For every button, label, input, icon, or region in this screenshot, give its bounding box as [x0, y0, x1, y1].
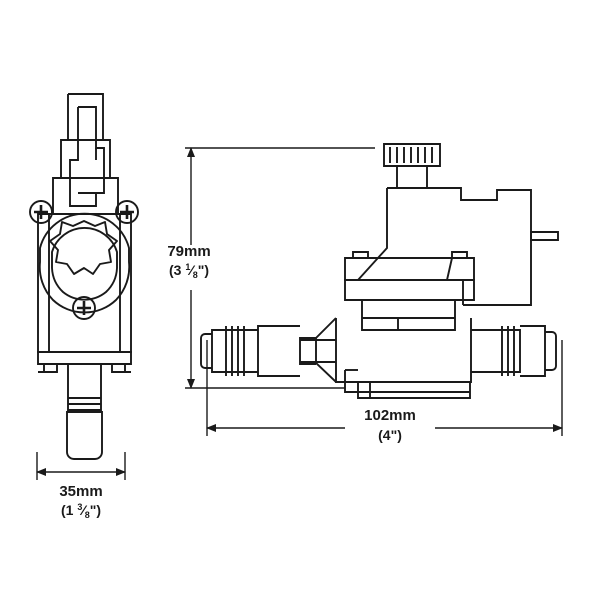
clamp-ring — [38, 212, 131, 314]
depth-frac-numerator: 3 — [77, 502, 82, 512]
side-taper-nose — [299, 317, 337, 383]
screw-right — [115, 200, 139, 224]
height-frac-denominator: 8 — [193, 270, 198, 280]
front-base-plate — [37, 351, 132, 373]
height-frac-numerator: 1 — [185, 262, 190, 272]
side-valve-block — [300, 318, 472, 383]
side-rod — [530, 231, 559, 241]
right-barrel — [471, 325, 557, 377]
front-view — [29, 93, 139, 460]
height-dimension-imperial: (3 1⁄8") — [169, 262, 209, 280]
height-dimension-metric: 79mm — [167, 243, 210, 260]
height-whole: 3 — [174, 262, 182, 278]
width-dimension-imperial: (4") — [378, 427, 402, 443]
height-paren-close: ") — [198, 262, 209, 278]
height-dimension-lines — [185, 147, 375, 389]
depth-dimension-lines — [36, 452, 126, 480]
depth-whole: 1 — [66, 502, 74, 518]
side-base-flange — [344, 369, 471, 399]
depth-paren-open: ( — [61, 502, 66, 518]
depth-paren-close: ") — [90, 502, 101, 518]
side-view — [200, 143, 559, 399]
depth-dimension-metric: 35mm — [59, 483, 102, 500]
height-paren-open: ( — [169, 262, 174, 278]
front-lower-spigot — [66, 364, 103, 460]
side-upper-flange — [344, 251, 475, 301]
screw-left — [29, 200, 53, 224]
side-mid-body — [361, 300, 456, 331]
width-dimension-lines — [206, 340, 563, 436]
knurled-cap — [383, 143, 441, 167]
left-barrel — [200, 325, 300, 377]
depth-frac-denominator: 8 — [85, 510, 90, 520]
depth-dimension-imperial: (1 3⁄8") — [61, 502, 101, 520]
cap-neck — [396, 166, 428, 188]
width-dimension-metric: 102mm — [364, 407, 416, 424]
screw-bottom — [72, 296, 96, 320]
front-body — [37, 213, 132, 353]
front-upper-stem — [52, 93, 119, 214]
side-upper-body — [357, 187, 532, 306]
front-upper-stem-inner — [69, 106, 105, 207]
splined-collar — [49, 220, 118, 275]
